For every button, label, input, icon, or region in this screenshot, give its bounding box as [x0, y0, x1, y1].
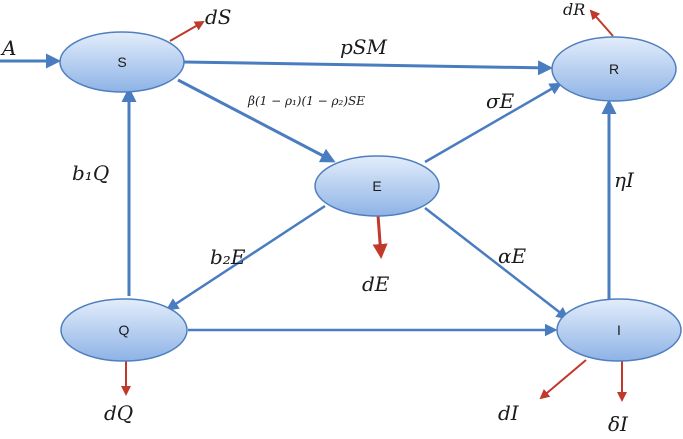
label-etaI: ηI — [614, 168, 635, 192]
arrow-E-death — [372, 214, 388, 259]
node-E-label: E — [372, 178, 381, 194]
label-pSM: pSM — [340, 35, 388, 59]
label-dI: dI — [498, 401, 520, 425]
label-infection: β(1 − ρ₁)(1 − ρ₂)SE — [247, 94, 365, 108]
node-E: E — [314, 155, 440, 217]
node-S: S — [59, 31, 185, 93]
arrow-I-death-natural — [539, 359, 587, 400]
label-inflow: A — [0, 36, 16, 60]
arrow-S-to-R — [183, 60, 553, 76]
node-Q: Q — [60, 298, 188, 362]
arrow-R-death — [589, 9, 614, 37]
arrow-E-to-I — [424, 207, 569, 320]
node-I: I — [556, 298, 682, 362]
arrow-E-to-R — [424, 82, 563, 164]
label-sigmaE: σE — [486, 89, 515, 113]
node-R: R — [551, 36, 677, 102]
node-S-label: S — [117, 54, 126, 70]
arrow-S-death — [169, 21, 205, 42]
label-deltaI: δI — [608, 412, 629, 436]
label-b2E: b₂E — [210, 245, 246, 269]
arrow-E-to-Q — [165, 204, 326, 311]
node-I-label: I — [617, 322, 621, 338]
arrow-S-to-E — [177, 78, 336, 163]
label-dQ: dQ — [104, 401, 133, 425]
node-Q-label: Q — [119, 322, 130, 338]
node-R-label: R — [609, 61, 619, 77]
label-dR: dR — [563, 0, 585, 19]
label-dE: dE — [362, 272, 390, 296]
label-dS: dS — [205, 5, 232, 29]
label-b1Q: b₁Q — [72, 161, 109, 185]
label-alphaE: αE — [498, 244, 527, 268]
